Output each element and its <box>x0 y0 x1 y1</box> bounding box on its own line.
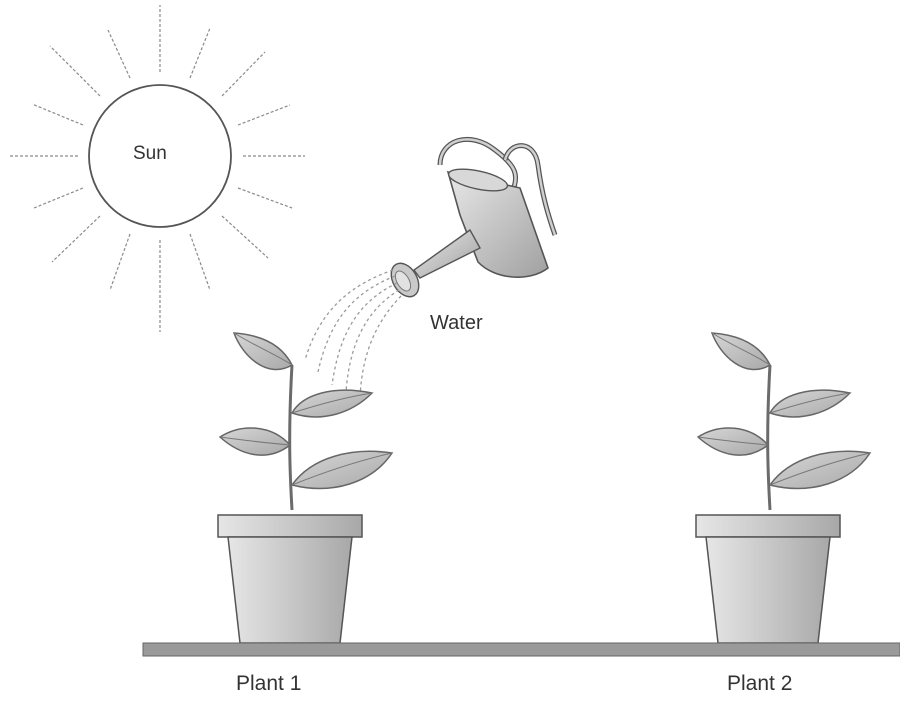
watering-can-icon <box>386 139 555 301</box>
plant-1-label: Plant 1 <box>236 672 301 696</box>
water-label: Water <box>430 312 483 335</box>
ground-shelf <box>143 643 900 656</box>
plant-2-label: Plant 2 <box>727 672 792 696</box>
sun-label: Sun <box>133 143 167 165</box>
sun-icon <box>8 5 305 332</box>
plant-2 <box>696 333 870 643</box>
water-stream-icon <box>305 270 401 398</box>
plant-1 <box>218 333 392 643</box>
